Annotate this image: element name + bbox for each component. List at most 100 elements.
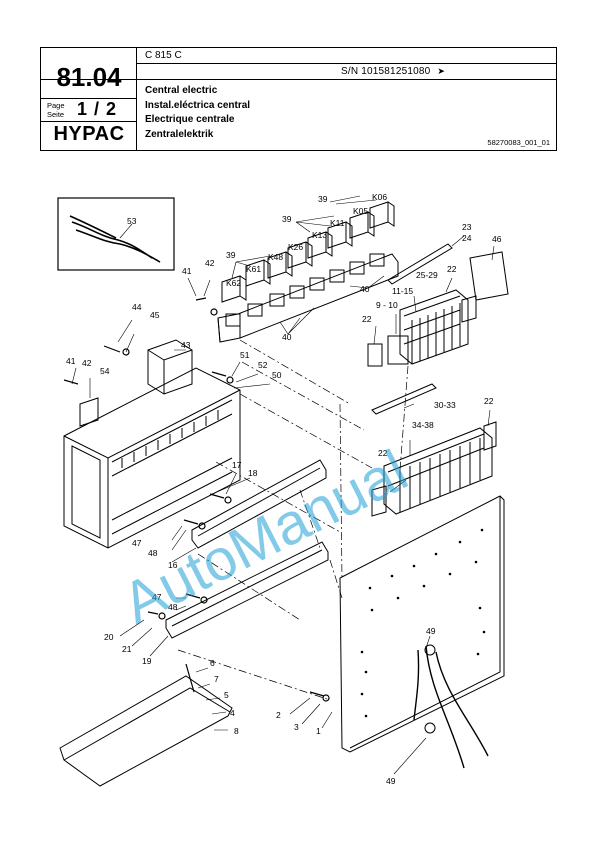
callout-k05: K05 xyxy=(353,206,368,216)
section-number: 81.04 xyxy=(56,62,122,92)
callout-54: 54 xyxy=(100,366,110,376)
page-label-de: Seite xyxy=(47,110,65,119)
divider xyxy=(41,79,556,80)
serial-number: S/N 101581251080 ➤ xyxy=(341,66,445,77)
callout-8: 8 xyxy=(234,726,239,736)
cover-plate xyxy=(469,251,509,301)
callout-40: 40 xyxy=(360,284,370,294)
end-clamp xyxy=(461,295,477,323)
marker-strip xyxy=(371,383,437,415)
title-en: Central electric xyxy=(145,85,218,96)
callout-39: 39 xyxy=(318,194,328,204)
title-de: Zentralelektrik xyxy=(145,128,214,140)
callout-42: 42 xyxy=(205,258,215,268)
callout-k26: K26 xyxy=(288,242,303,252)
callout-18: 18 xyxy=(248,468,258,478)
callout-9-10: 9 - 10 xyxy=(376,300,398,310)
divider xyxy=(136,63,556,64)
title-block: C 815 C S/N 101581251080 ➤ 81.04 Page Se… xyxy=(40,47,557,151)
cover-box xyxy=(147,339,193,395)
din-rail-upper xyxy=(191,459,327,549)
callout-11-15: 11-15 xyxy=(392,286,413,296)
callout-22: 22 xyxy=(447,264,457,274)
callout-49: 49 xyxy=(426,626,436,636)
callout-50: 50 xyxy=(272,370,282,380)
bracket xyxy=(79,397,99,427)
end-clamp xyxy=(367,343,383,367)
harness-inset-box xyxy=(57,197,175,271)
terminal-block-upper xyxy=(399,289,469,365)
relay-base xyxy=(217,253,399,343)
divider xyxy=(41,121,136,122)
relay-sockets xyxy=(225,253,385,327)
model-name: C 815 C xyxy=(145,50,182,61)
callout-45: 45 xyxy=(150,310,160,320)
callout-1: 1 xyxy=(316,726,321,736)
document-id: 58270083_001_01 xyxy=(487,138,550,147)
serial-text: S/N 101581251080 xyxy=(341,66,431,77)
callout-43: 43 xyxy=(181,340,191,350)
callout-20: 20 xyxy=(104,632,114,642)
callout-40b: 40 xyxy=(282,332,292,342)
callout-7: 7 xyxy=(214,674,219,684)
brand-logo: HYPAC xyxy=(53,123,125,145)
title-es: Instal.eléctrica central xyxy=(145,99,251,111)
callout-2: 2 xyxy=(276,710,281,720)
assembly-lines xyxy=(177,339,409,701)
leader-lines xyxy=(71,195,495,775)
arrow-right-icon: ➤ xyxy=(437,66,446,76)
callout-16: 16 xyxy=(168,560,178,570)
mounting-plate xyxy=(339,495,505,753)
callout-k61: K61 xyxy=(246,264,261,274)
callout-k48: K48 xyxy=(268,252,283,262)
callout-5: 5 xyxy=(224,690,229,700)
callout-48b: 48 xyxy=(168,602,178,612)
divider xyxy=(41,98,136,99)
callout-17: 17 xyxy=(232,460,242,470)
callout-22b: 22 xyxy=(362,314,372,324)
central-housing xyxy=(63,367,241,549)
callout-labels: 53 39 K06 K05 K11 K13 K26 K48 K61 K62 39… xyxy=(66,192,502,786)
callout-25-29: 25-29 xyxy=(416,270,438,280)
callout-47: 47 xyxy=(132,538,142,548)
page-number: 1 / 2 xyxy=(77,99,118,119)
callout-4: 4 xyxy=(230,708,235,718)
callout-30-33: 30-33 xyxy=(434,400,456,410)
callout-53: 53 xyxy=(127,216,137,226)
fuse-holder xyxy=(387,335,409,365)
callout-k13: K13 xyxy=(312,230,327,240)
callout-41: 41 xyxy=(182,266,192,276)
callout-42b: 42 xyxy=(82,358,92,368)
grommet xyxy=(424,722,436,734)
plate-holes xyxy=(360,528,486,718)
callout-39b: 39 xyxy=(282,214,292,224)
page-label: Page Seite xyxy=(47,101,65,119)
ground-cable xyxy=(413,645,489,769)
callout-52: 52 xyxy=(258,360,268,370)
callout-48: 48 xyxy=(148,548,158,558)
callout-49b: 49 xyxy=(386,776,396,786)
callout-22d: 22 xyxy=(378,448,388,458)
relay-group xyxy=(221,201,395,303)
callout-39c: 39 xyxy=(226,250,236,260)
callout-21: 21 xyxy=(122,644,132,654)
divider xyxy=(136,48,137,150)
wire-harness xyxy=(69,215,161,263)
callout-k62: K62 xyxy=(226,278,241,288)
callout-22c: 22 xyxy=(484,396,494,406)
callout-47b: 47 xyxy=(152,592,162,602)
callout-34-38: 34-38 xyxy=(412,420,434,430)
callout-51: 51 xyxy=(240,350,250,360)
end-clamp xyxy=(371,485,387,517)
grommet xyxy=(424,644,436,656)
terminal-block-lower xyxy=(383,427,493,515)
din-rail-lower xyxy=(165,541,329,639)
callout-23: 23 xyxy=(462,222,472,232)
foot-plate xyxy=(59,675,233,787)
marker-strip xyxy=(387,243,453,285)
callout-46: 46 xyxy=(492,234,502,244)
callout-k11: K11 xyxy=(330,218,345,228)
callout-24: 24 xyxy=(462,233,472,243)
watermark: AutoManual xyxy=(112,438,417,636)
